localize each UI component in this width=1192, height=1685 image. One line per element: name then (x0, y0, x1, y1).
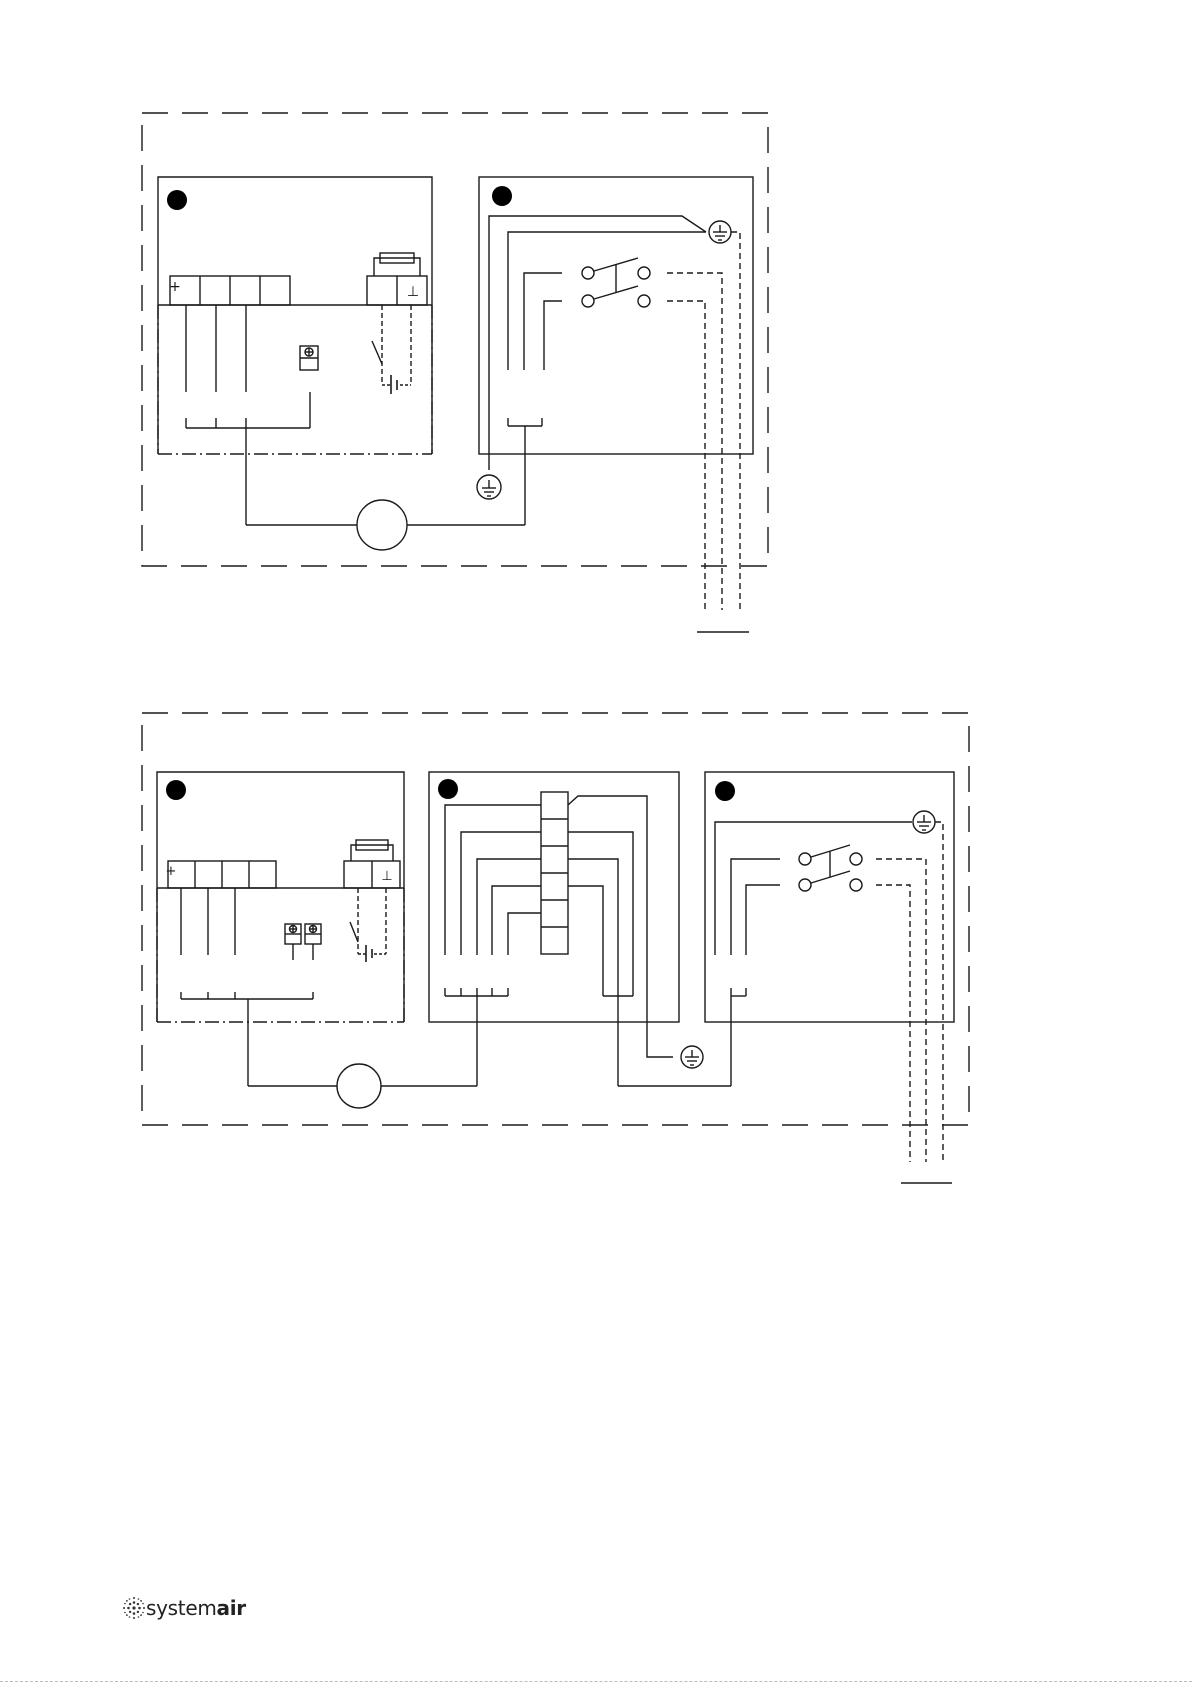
motor-icon (337, 1064, 381, 1108)
switch-contact (638, 295, 650, 307)
motor-icon (357, 500, 407, 550)
switch-lever (350, 922, 358, 942)
switch-contact (799, 853, 811, 865)
marker-dot (438, 779, 458, 799)
marker-dot (715, 781, 735, 801)
switch-lever (372, 341, 382, 364)
enclosure-outline (142, 113, 768, 566)
diagram-1: + ⊥ (142, 113, 768, 632)
controller-box: + ⊥ (158, 177, 432, 454)
marker-dot (167, 190, 187, 210)
switch-contact (799, 879, 811, 891)
switch-box (705, 772, 954, 1162)
switch-contact (638, 267, 650, 279)
brand-name: systemair (146, 1596, 246, 1620)
controller-box: + ⊥ (157, 772, 404, 1022)
switch-box (479, 177, 753, 610)
page-footer-divider (0, 1681, 1192, 1682)
plus-symbol: + (166, 864, 177, 879)
earth-terminal-symbol: ⊥ (381, 869, 392, 884)
diagram-2: + ⊥ (142, 713, 969, 1183)
marker-dot (166, 780, 186, 800)
switch-contact (582, 295, 594, 307)
marker-dot (492, 186, 512, 206)
terminal-strip-box (429, 772, 679, 1086)
enclosure-outline (142, 713, 969, 1125)
switch-contact (850, 879, 862, 891)
switch-contact (850, 853, 862, 865)
plus-symbol: + (169, 279, 181, 295)
brand-logo: systemair (122, 1594, 246, 1622)
switch-contact (582, 267, 594, 279)
systemair-dot-logo-icon (122, 1596, 146, 1620)
earth-terminal-symbol: ⊥ (407, 284, 419, 300)
